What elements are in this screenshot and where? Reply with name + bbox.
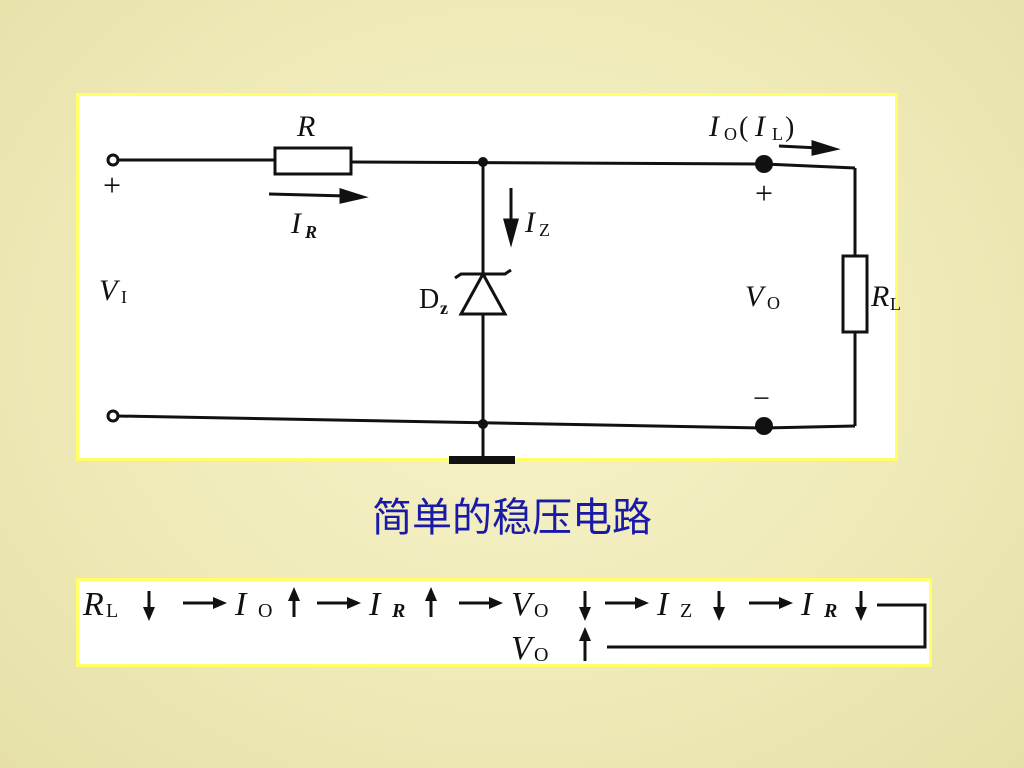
wire-to-load-top [763, 162, 856, 170]
zener-regulator-circuit: R I R I O ( I L ) + V I D z I Z + V O − … [99, 110, 901, 464]
input-terminal-top [106, 153, 120, 167]
node-bottom [478, 419, 488, 429]
chain-term-4-symbol: I [656, 586, 670, 623]
output-voltage-label: V [745, 280, 767, 313]
zener-label-sub: z [440, 298, 448, 318]
chain-term-2-symbol: I [368, 586, 382, 623]
chain-term-4-sub: Z [680, 600, 692, 622]
chain-term-0-sub: L [106, 600, 118, 622]
output-current-label: I [708, 110, 721, 143]
chain-term-5-sub: R [823, 600, 837, 622]
arrow-ir-shaft [268, 192, 348, 198]
chain-term-2-trend-head [425, 587, 437, 601]
load-label: R [870, 280, 889, 313]
input-plus-sign: + [103, 167, 121, 203]
input-voltage-label: V [99, 274, 121, 307]
chain-term-0-trend-head [143, 607, 155, 621]
input-voltage-sub: I [121, 287, 127, 307]
chain-term-0-symbol: R [82, 586, 104, 623]
node-top [478, 157, 488, 167]
chain-term-3-symbol: V [511, 586, 536, 623]
zener-current-label: I [524, 206, 537, 239]
output-current-paren-close: ) [785, 112, 794, 143]
circuit-panel: R I R I O ( I L ) + V I D z I Z + V O − … [76, 93, 901, 464]
resistor-label: R [296, 110, 315, 143]
resistor-r [273, 146, 353, 176]
chain-term-1-trend-head [288, 587, 300, 601]
chain-term-1-symbol: I [234, 586, 248, 623]
wire-to-load-bottom [763, 424, 856, 430]
input-terminal-bottom [106, 409, 120, 423]
chain-feedback-symbol: V [511, 630, 536, 667]
chain-link-arrow-2-head [347, 597, 361, 609]
chain-term-4-trend-head [713, 607, 725, 621]
resistor-current-sub: R [304, 222, 317, 242]
arrow-iz-head [503, 218, 519, 248]
chain-link-arrow-3-head [489, 597, 503, 609]
load-current-label: I [754, 110, 767, 143]
chain-term-3-sub: O [534, 600, 548, 622]
resistor-current-label: I [290, 207, 303, 240]
chain-link-arrow-5-head [779, 597, 793, 609]
zener-diode-body [458, 270, 508, 316]
chain-feedback-line [607, 603, 927, 649]
chain-link-arrow-4-head [635, 597, 649, 609]
wire-top-right [350, 160, 765, 166]
load-label-sub: L [890, 294, 901, 314]
output-voltage-sub: O [767, 293, 780, 313]
arrow-ir-head [339, 187, 369, 204]
zener-diode-bar [454, 268, 512, 280]
chain-link-arrow-1-head [213, 597, 227, 609]
chain-term-2-sub: R [391, 600, 405, 622]
output-terminal-top [755, 155, 773, 173]
output-minus-sign: − [753, 382, 770, 415]
zener-current-sub: Z [539, 220, 550, 240]
output-current-sub: O [724, 124, 737, 144]
chain-feedback-trend-head [579, 627, 591, 641]
resistor-load [841, 254, 869, 334]
chain-term-3-trend-head [579, 607, 591, 621]
chain-feedback-sub: O [534, 644, 548, 666]
wire-bottom [116, 414, 765, 430]
chain-term-1-sub: O [258, 600, 272, 622]
output-terminal-bottom [755, 417, 773, 435]
diagram-caption: 简单的稳压电路 [372, 495, 652, 541]
output-current-paren-open: ( [739, 112, 748, 143]
zener-label: D [419, 284, 439, 315]
chain-term-5-symbol: I [800, 586, 814, 623]
arrow-io-head [811, 139, 841, 156]
output-plus-sign: + [755, 175, 773, 211]
chain-term-5-trend-head [855, 607, 867, 621]
load-current-sub: L [772, 124, 783, 144]
ground-bar [449, 456, 515, 464]
